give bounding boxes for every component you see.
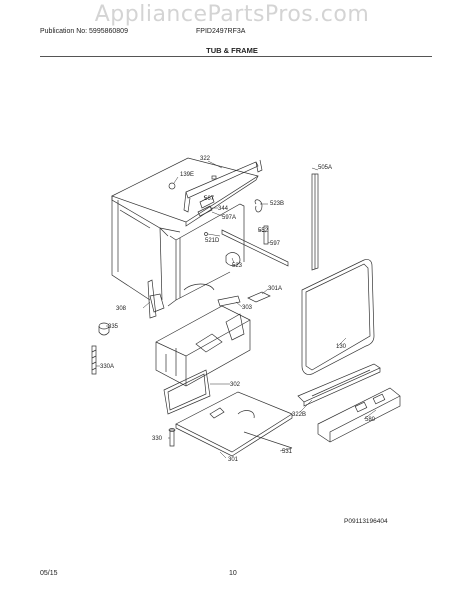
figure-code: P09113196404 [344,518,388,525]
callout-302: 302 [230,382,241,388]
footer-date: 05/15 [40,570,58,577]
tub [111,157,259,307]
callout-330: 330 [152,436,163,442]
publication-number: Publication No: 5995860809 [40,28,128,35]
door-gasket [301,259,375,375]
callout-322b: 322B [292,412,306,418]
leg-screw-330 [168,428,176,447]
callout-130: 130 [336,344,347,350]
callout-308: 308 [116,306,127,312]
title-divider [40,56,432,57]
front-rail [297,363,381,407]
callout-597: 597 [270,241,281,247]
kick-panel [317,387,401,443]
cable [243,431,293,449]
model-number: FPID2497RF3A [196,28,246,35]
callout-523b: 523B [270,201,284,207]
callout-330a: 330A [100,364,114,370]
side-strip [311,173,319,271]
callout-301: 301 [228,457,239,463]
watermark: AppliancePartsPros.com [94,2,370,27]
page-title: TUB & FRAME [206,46,258,55]
part-callouts: 322 139E 567 344 597A 521D 523 523B 552 … [100,156,376,463]
callout-580: 580 [365,417,376,423]
callout-531: 531 [282,449,293,455]
callout-344: 344 [218,206,229,212]
leveling-foot [98,322,110,336]
callout-521d: 521D [205,238,220,244]
callout-567: 567 [204,196,215,202]
callout-552: 552 [258,228,269,234]
callout-505a: 505A [318,165,332,171]
bracket-308 [147,279,165,319]
clips [217,291,271,307]
callout-322: 322 [200,156,211,162]
small-brackets [168,182,289,267]
top-brace [183,159,263,213]
callout-139e: 139E [180,172,194,178]
callout-301a: 301A [268,286,282,292]
base-tray [175,391,293,457]
sump-gasket [163,369,211,415]
leader-lines [96,160,377,459]
callout-597a: 597A [222,215,236,221]
page-number: 10 [229,570,237,577]
base-frame [155,305,251,387]
callout-303: 303 [242,305,253,311]
callout-335: 335 [108,324,119,330]
leg-screw-330a [91,345,97,375]
callout-523: 523 [232,263,243,269]
